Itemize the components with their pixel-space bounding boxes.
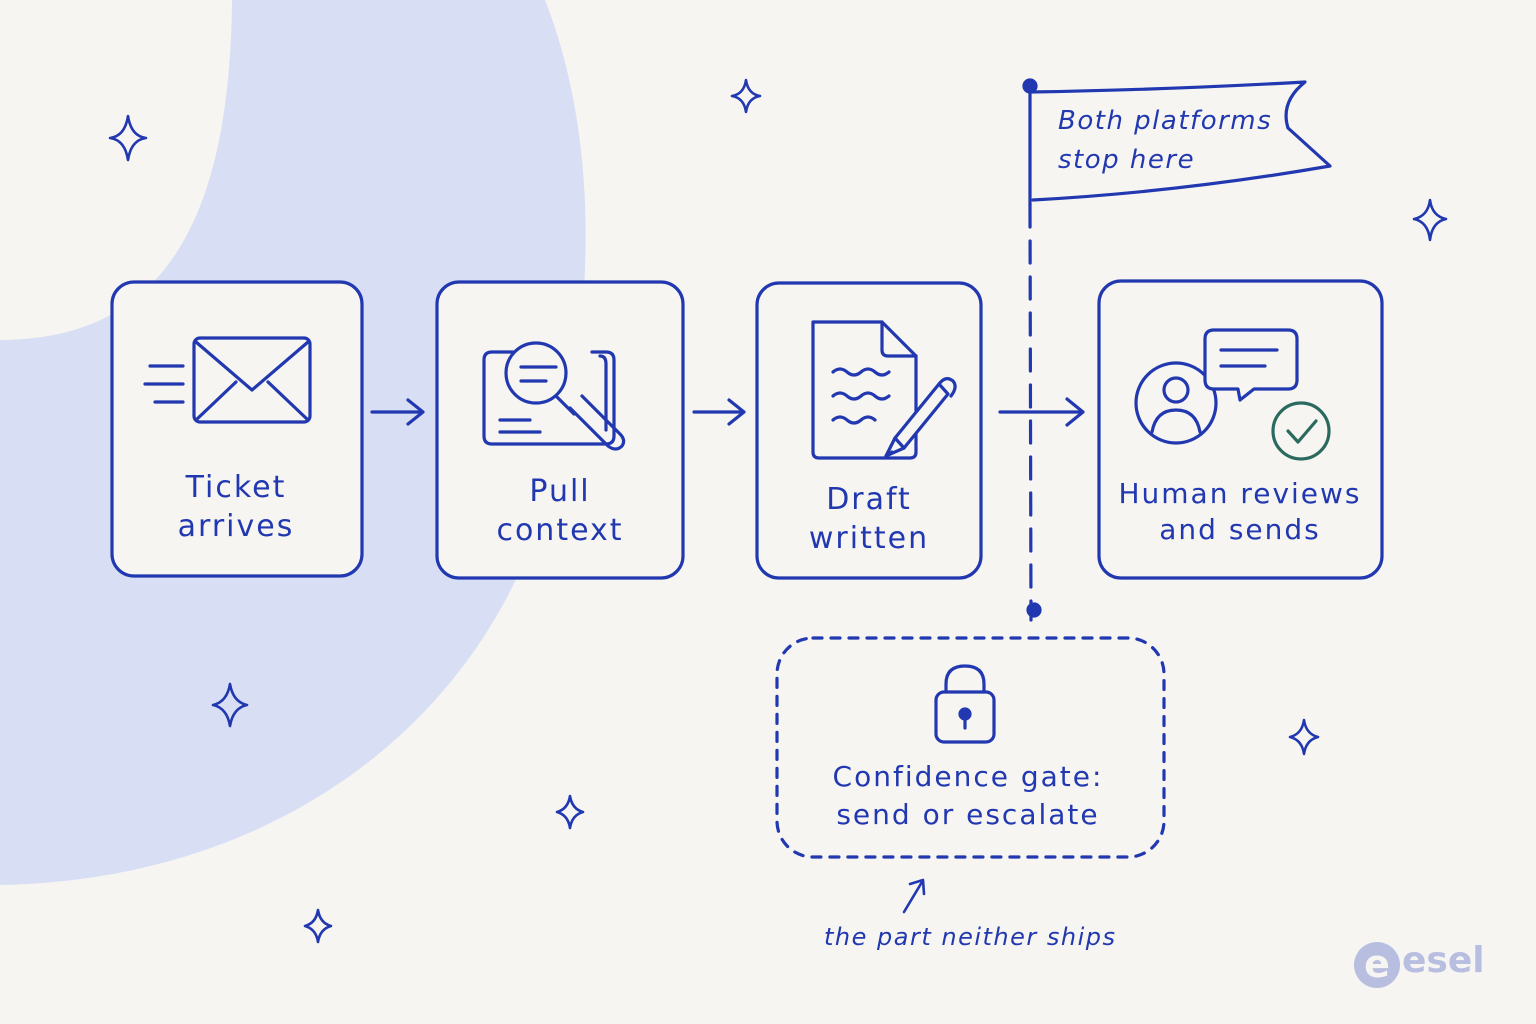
flag-label-line: stop here: [1058, 145, 1196, 175]
arrow-1: [370, 398, 425, 426]
flag-label-line: Both platforms: [1058, 106, 1273, 136]
step-label-human: Human reviews and sends: [1102, 476, 1378, 549]
step-label-line: Human reviews: [1118, 477, 1362, 510]
gate-label-line: send or escalate: [836, 797, 1100, 831]
step-label-ticket: Ticket arrives: [112, 468, 360, 546]
person-chat-check-icon: [1134, 328, 1299, 445]
arrow-3: [998, 397, 1085, 427]
document-pen-icon: [811, 320, 957, 460]
sparkle-icon: [1412, 198, 1448, 242]
sparkle-icon: [303, 908, 333, 944]
step-label-line: Pull: [529, 474, 591, 509]
step-label-line: and sends: [1159, 513, 1321, 547]
sparkle-icon: [555, 794, 585, 830]
step-label-context: Pull context: [436, 472, 684, 550]
check-icon: [1271, 401, 1331, 461]
envelope-icon: [143, 336, 312, 424]
step-box-context: [435, 280, 685, 580]
step-label-draft: Draft written: [745, 480, 993, 558]
step-box-human: [1097, 279, 1384, 580]
magnifier-icon: [482, 341, 626, 451]
step-label-line: context: [496, 513, 624, 548]
step-label-line: Ticket: [185, 470, 287, 505]
annotation-note: the part neither ships: [824, 923, 1117, 951]
step-label-line: arrives: [177, 509, 295, 544]
flag-label: Both platforms stop here: [1058, 102, 1272, 180]
esel-logo-mark: e: [1354, 942, 1400, 988]
flag-marker: [1022, 78, 1332, 622]
arrow-2: [692, 398, 746, 426]
step-box-ticket: [110, 280, 364, 578]
sparkle-icon: [1288, 718, 1320, 756]
sparkle-icon: [108, 114, 148, 162]
gate-label-line: Confidence gate:: [832, 760, 1104, 793]
step-label-line: Draft: [826, 482, 912, 517]
step-label-line: written: [808, 521, 930, 556]
esel-logo-text: esel: [1402, 940, 1485, 981]
lock-icon: [934, 664, 996, 744]
confidence-gate-label: Confidence gate: send or escalate: [778, 758, 1158, 834]
note-arrow: [902, 878, 926, 914]
sparkle-icon: [730, 78, 762, 114]
sparkle-icon: [211, 682, 249, 728]
